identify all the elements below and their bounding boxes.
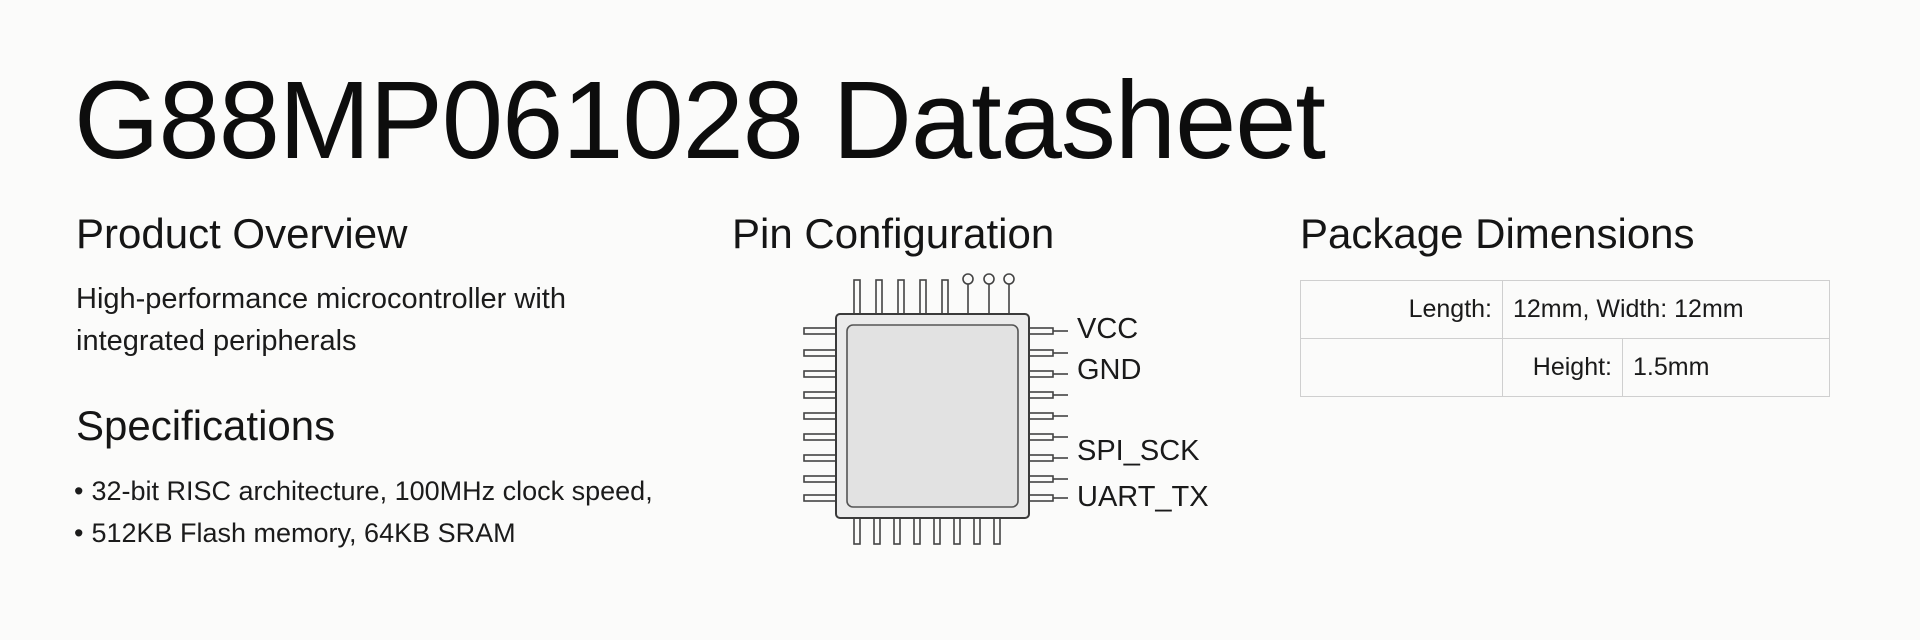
pin-label-gnd: GND <box>1077 354 1142 386</box>
table-cell: Length: <box>1300 280 1503 339</box>
overview-heading: Product Overview <box>76 210 408 257</box>
chip-top-pins <box>853 273 1015 317</box>
dimension-label: Height: <box>1502 338 1623 397</box>
package-dimensions-table: Length: 12mm, Width: 12mm Height: 1.5mm <box>1300 280 1830 397</box>
chip-bottom-pins <box>853 515 1001 545</box>
table-row: Height: 1.5mm <box>1300 338 1830 397</box>
table-row: Length: 12mm, Width: 12mm <box>1300 280 1830 339</box>
overview-line-2: integrated peripherals <box>76 325 357 357</box>
pin-label-vcc: VCC <box>1077 313 1139 345</box>
pin-label-uart-tx: UART_TX <box>1077 481 1209 513</box>
table-cell: 1.5mm <box>1622 338 1830 397</box>
chip-die <box>846 324 1019 508</box>
chip-diagram <box>803 273 1068 545</box>
chip-left-pins <box>803 327 839 502</box>
overview-description: High-performance microcontroller with in… <box>76 278 566 362</box>
package-dimensions-heading: Package Dimensions <box>1300 210 1695 257</box>
specifications-list: 32-bit RISC architecture, 100MHz clock s… <box>74 470 653 554</box>
spec-item: 512KB Flash memory, 64KB SRAM <box>74 512 653 554</box>
page-title: G88MP061028 Datasheet <box>74 59 1326 182</box>
table-cell: 12mm, Width: 12mm <box>1502 280 1830 339</box>
specifications-heading: Specifications <box>76 402 336 449</box>
chip-right-pins <box>1026 327 1068 502</box>
pin-label-spi-sck: SPI_SCK <box>1077 435 1200 467</box>
table-cell <box>1300 338 1503 397</box>
pin-configuration-heading: Pin Configuration <box>732 210 1055 257</box>
overview-line-1: High-performance microcontroller with <box>76 283 566 315</box>
spec-item: 32-bit RISC architecture, 100MHz clock s… <box>74 470 652 512</box>
dimension-label: Length: <box>1408 295 1492 323</box>
